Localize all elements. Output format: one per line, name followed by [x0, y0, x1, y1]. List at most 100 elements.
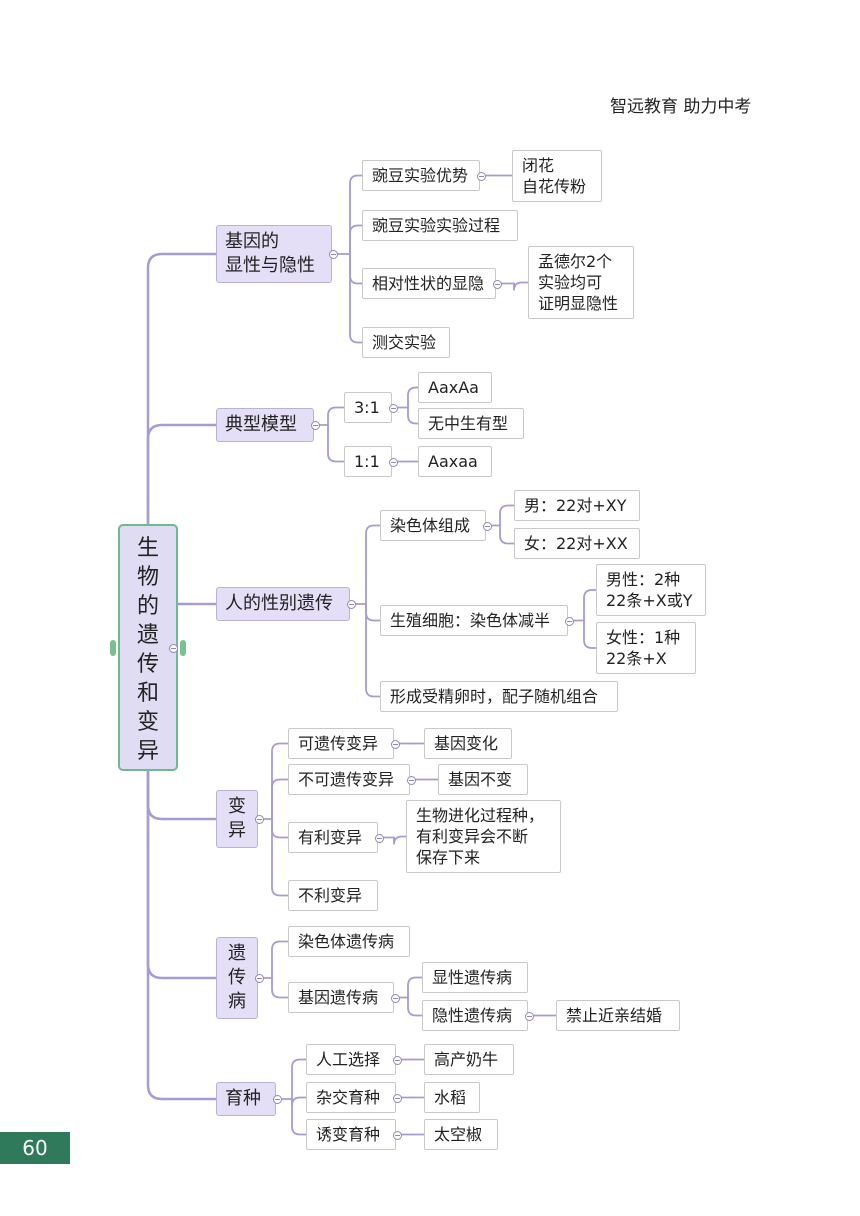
topic-male-xy[interactable]: 男：22对+XY	[514, 490, 640, 521]
topic-mendel-proof[interactable]: 孟德尔2个 实验均可 证明显隐性	[528, 246, 634, 319]
connector-line	[327, 406, 345, 426]
topic-breeding[interactable]: 育种	[216, 1082, 276, 1116]
collapse-toggle-icon[interactable]	[391, 993, 400, 1003]
topic-female-gametes[interactable]: 女性：1种 22条+X	[596, 622, 696, 674]
topic-trait-dominance[interactable]: 相对性状的显隐	[362, 268, 496, 299]
topic-high-yield-cow[interactable]: 高产奶牛	[424, 1044, 514, 1075]
connector-line	[146, 769, 218, 980]
connector-line	[365, 603, 381, 622]
connector-line	[513, 281, 529, 291]
topic-unfavorable-variation[interactable]: 不利变异	[288, 880, 378, 911]
connector-line	[146, 769, 218, 1101]
collapse-toggle-icon[interactable]	[483, 521, 492, 531]
connector-line	[499, 504, 515, 527]
topic-mutation-breeding[interactable]: 诱变育种	[306, 1119, 396, 1150]
root-right-tab[interactable]	[180, 640, 186, 656]
topic-something-from-nothing[interactable]: 无中生有型	[418, 408, 524, 439]
connector-line	[583, 589, 597, 622]
topic-evolution-note[interactable]: 生物进化过程种， 有利变异会不断 保存下来	[406, 800, 561, 873]
connector-line	[271, 977, 289, 999]
topic-germ-cells[interactable]: 生殖细胞：染色体减半	[380, 605, 568, 636]
connector-line	[349, 224, 363, 255]
connector-line	[365, 524, 381, 605]
connector-line	[271, 940, 289, 979]
collapse-toggle-icon[interactable]	[393, 1055, 402, 1065]
topic-sex-inheritance[interactable]: 人的性别遗传	[216, 587, 350, 621]
topic-variation[interactable]: 变 异	[216, 790, 258, 848]
root-left-tab[interactable]	[110, 640, 116, 656]
topic-space-pepper[interactable]: 太空椒	[424, 1119, 498, 1150]
connector-line	[583, 619, 597, 649]
connector-line	[349, 253, 363, 344]
connector-line	[271, 818, 289, 897]
topic-fertilization[interactable]: 形成受精卵时，配子随机组合	[380, 681, 618, 712]
topic-testcross[interactable]: 测交实验	[362, 327, 450, 358]
topic-favorable-variation[interactable]: 有利变异	[288, 822, 378, 853]
collapse-toggle-icon[interactable]	[169, 644, 178, 653]
connector-line	[407, 386, 419, 409]
collapse-toggle-icon[interactable]	[347, 600, 356, 609]
topic-pea-process[interactable]: 豌豆实验实验过程	[362, 210, 518, 241]
topic-chromosome-composition[interactable]: 染色体组成	[380, 510, 486, 541]
connector-line	[327, 424, 345, 463]
topic-female-xx[interactable]: 女：22对+XX	[514, 528, 640, 559]
topic-pea-advantage[interactable]: 豌豆实验优势	[362, 160, 480, 191]
topic-male-gametes[interactable]: 男性：2种 22条+X或Y	[596, 564, 706, 616]
topic-gene-dominance[interactable]: 基因的 显性与隐性	[216, 225, 332, 283]
connector-line	[291, 1058, 307, 1100]
collapse-toggle-icon[interactable]	[407, 775, 416, 785]
collapse-toggle-icon[interactable]	[391, 739, 400, 749]
topic-rice[interactable]: 水稻	[424, 1082, 480, 1113]
collapse-toggle-icon[interactable]	[255, 815, 264, 824]
connector-line	[349, 253, 363, 285]
collapse-toggle-icon[interactable]	[389, 457, 398, 467]
topic-typical-model[interactable]: 典型模型	[216, 408, 314, 442]
collapse-toggle-icon[interactable]	[393, 1130, 402, 1140]
topic-heritable-variation[interactable]: 可遗传变异	[288, 728, 394, 759]
topic-gene-disease[interactable]: 基因遗传病	[288, 982, 394, 1013]
topic-genetic-disease[interactable]: 遗 传 病	[216, 937, 258, 1019]
connector-line	[407, 976, 423, 999]
connector-line	[291, 1098, 307, 1136]
collapse-toggle-icon[interactable]	[273, 1095, 282, 1104]
connector-line	[349, 174, 363, 255]
topic-no-consanguinity[interactable]: 禁止近亲结婚	[556, 1000, 680, 1031]
topic-gene-change[interactable]: 基因变化	[424, 728, 512, 759]
connector-line	[146, 252, 218, 526]
collapse-toggle-icon[interactable]	[375, 833, 384, 843]
topic-dominant-disease[interactable]: 显性遗传病	[422, 962, 528, 993]
topic-ratio-3-1[interactable]: 3:1	[344, 392, 392, 423]
topic-self-pollination[interactable]: 闭花 自花传粉	[512, 150, 602, 202]
collapse-toggle-icon[interactable]	[477, 171, 486, 181]
collapse-toggle-icon[interactable]	[311, 421, 320, 430]
topic-recessive-disease[interactable]: 隐性遗传病	[422, 1000, 528, 1031]
collapse-toggle-icon[interactable]	[565, 616, 574, 626]
topic-nonheritable-variation[interactable]: 不可遗传变异	[288, 764, 410, 795]
topic-hybrid-breeding[interactable]: 杂交育种	[306, 1082, 396, 1113]
topic-aaxaa-2[interactable]: Aaxaa	[418, 446, 492, 477]
topic-ratio-1-1[interactable]: 1:1	[344, 446, 392, 477]
topic-chromosome-disease[interactable]: 染色体遗传病	[288, 926, 410, 957]
connector-line	[393, 835, 407, 845]
connector-line	[146, 423, 218, 526]
connector-line	[271, 742, 289, 820]
page-number-badge: 60	[0, 1132, 70, 1164]
topic-artificial-selection[interactable]: 人工选择	[306, 1044, 396, 1075]
topic-aaxaa-1[interactable]: AaxAa	[418, 372, 492, 403]
page-header: 智远教育 助力中考	[610, 97, 752, 117]
connector-line	[146, 769, 218, 821]
topic-gene-unchanged[interactable]: 基因不变	[438, 764, 528, 795]
collapse-toggle-icon[interactable]	[393, 1093, 402, 1103]
collapse-toggle-icon[interactable]	[255, 974, 264, 983]
collapse-toggle-icon[interactable]	[525, 1011, 534, 1021]
collapse-toggle-icon[interactable]	[329, 250, 338, 259]
connector-line	[271, 818, 289, 839]
root-topic[interactable]: 生 物 的 遗 传 和 变 异	[118, 524, 178, 771]
connector-line	[365, 603, 381, 698]
connector-line	[291, 1096, 307, 1106]
connector-line	[407, 406, 419, 425]
collapse-toggle-icon[interactable]	[389, 403, 398, 413]
collapse-toggle-icon[interactable]	[493, 279, 502, 289]
connector-line	[407, 996, 423, 1017]
